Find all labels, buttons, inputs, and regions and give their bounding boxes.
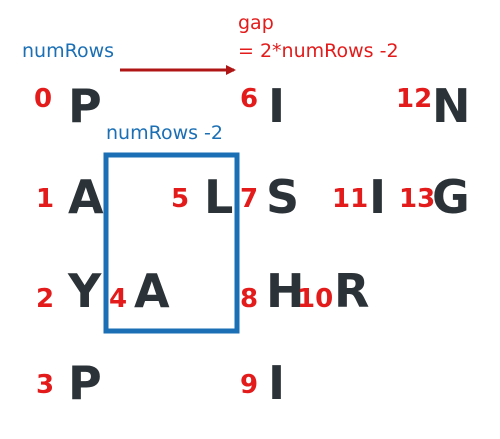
index-9: 9 <box>240 370 259 400</box>
char-0: P <box>68 79 102 133</box>
index-6: 6 <box>240 84 259 114</box>
char-4: A <box>134 264 170 318</box>
index-1: 1 <box>36 184 55 214</box>
char-13: G <box>432 170 470 224</box>
index-0: 0 <box>34 84 53 114</box>
num-rows-label: numRows <box>22 40 115 62</box>
gap-label: gap <box>238 12 274 34</box>
char-9: I <box>268 356 286 410</box>
box-label: numRows -2 <box>106 122 223 144</box>
index-12: 12 <box>396 84 433 114</box>
char-3: P <box>68 356 102 410</box>
char-12: N <box>432 79 471 133</box>
index-5: 5 <box>171 184 190 214</box>
char-5: L <box>204 170 234 224</box>
char-1: A <box>68 170 104 224</box>
char-10: R <box>334 264 370 318</box>
char-7: S <box>266 170 300 224</box>
index-8: 8 <box>240 284 259 314</box>
index-7: 7 <box>240 184 259 214</box>
index-2: 2 <box>36 284 55 314</box>
index-4: 4 <box>109 284 128 314</box>
index-13: 13 <box>399 184 436 214</box>
highlight-box <box>103 152 240 334</box>
char-2: Y <box>68 264 102 318</box>
index-3: 3 <box>36 370 55 400</box>
char-8: H <box>266 264 305 318</box>
char-11: I <box>369 170 387 224</box>
gap-formula: = 2*numRows -2 <box>238 40 399 62</box>
char-6: I <box>268 79 286 133</box>
index-10: 10 <box>297 284 334 314</box>
index-11: 11 <box>332 184 369 214</box>
